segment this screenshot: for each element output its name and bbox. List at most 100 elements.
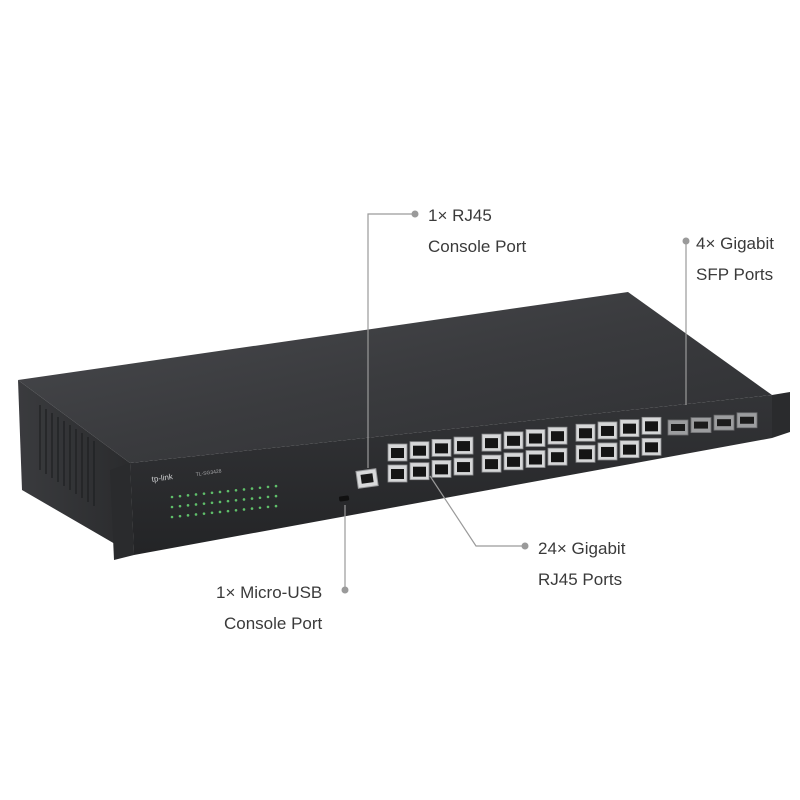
chassis-top (18, 292, 772, 463)
status-led (178, 514, 182, 518)
rj45-port (525, 429, 546, 447)
status-led (274, 494, 278, 498)
rack-ear-left (110, 463, 134, 560)
callout-micro-usb: 1× Micro-USB Console Port (216, 577, 322, 639)
rj45-port (619, 440, 640, 459)
status-led (210, 501, 214, 505)
rj45-port (409, 441, 430, 460)
leader-rj45-console (367, 213, 413, 468)
rj45-port (387, 443, 408, 462)
rj45-port (481, 433, 502, 452)
status-led (178, 494, 182, 498)
brand-logo: tp-link (151, 472, 174, 484)
leader-dots (341, 210, 690, 594)
callout-sfp: 4× Gigabit SFP Ports (696, 228, 774, 290)
status-led (242, 508, 246, 511)
leader-lines (344, 213, 687, 590)
status-led (186, 494, 190, 497)
rj45-port (597, 442, 618, 461)
rj45-port (641, 437, 662, 456)
status-led (250, 497, 254, 500)
status-led (194, 513, 198, 516)
status-led (242, 498, 246, 501)
status-led (210, 511, 214, 515)
status-led (170, 505, 174, 509)
rj45-port (453, 436, 474, 455)
callout-rj45-console: 1× RJ45 Console Port (428, 200, 526, 262)
status-led (178, 504, 182, 508)
dot-rj45-ports (521, 542, 529, 550)
status-led (226, 509, 230, 513)
status-led (258, 496, 262, 500)
callout-sfp-line1: 4× Gigabit (696, 234, 774, 253)
sfp-port-bank (667, 412, 758, 436)
status-led (202, 492, 206, 495)
dot-micro-usb (341, 586, 349, 594)
side-vents (39, 405, 95, 506)
rj45-port (575, 444, 596, 463)
status-led (170, 495, 174, 499)
status-led (234, 488, 238, 492)
status-led (250, 487, 254, 490)
rj45-port (387, 464, 408, 483)
status-led-grid (170, 484, 278, 519)
status-led (210, 491, 214, 495)
status-led (194, 503, 198, 506)
rj45-port (547, 426, 568, 445)
sfp-port (667, 419, 689, 436)
micro-usb-port (338, 495, 350, 502)
rj45-port (481, 454, 502, 473)
status-led (234, 508, 238, 512)
status-led (218, 490, 222, 494)
status-led (202, 512, 206, 515)
rj45-port (431, 459, 452, 478)
rj45-port (525, 450, 546, 468)
status-led (234, 498, 238, 502)
status-led (194, 493, 198, 496)
status-led (226, 489, 230, 493)
rj45-port (547, 447, 568, 466)
rj45-port (409, 462, 430, 481)
status-led (274, 504, 278, 508)
rj45-port (503, 431, 524, 450)
rj45-port-bank (387, 416, 662, 483)
callout-rj45-console-line2: Console Port (428, 237, 527, 256)
leader-rj45-ports (429, 475, 523, 547)
status-led (218, 500, 222, 504)
status-led (242, 488, 246, 491)
rj45-port (503, 452, 524, 471)
callout-rj45-ports-line2: RJ45 Ports (538, 570, 623, 589)
status-led (258, 486, 262, 490)
rack-ear-right (772, 392, 790, 438)
status-led (250, 507, 254, 510)
callout-rj45-console-line1: 1× RJ45 (428, 206, 492, 225)
rj45-port (619, 419, 640, 438)
rj45-port (597, 421, 618, 440)
sfp-port (690, 417, 712, 433)
callout-micro-usb-line2: Console Port (224, 614, 323, 633)
status-led (266, 485, 270, 489)
callout-sfp-line2: SFP Ports (696, 265, 774, 284)
model-label: TL-SG3428 (195, 468, 222, 478)
rj45-port (641, 416, 662, 435)
dot-rj45-console (411, 210, 419, 218)
callout-rj45-ports-line1: 24× Gigabit (538, 539, 626, 558)
status-led (266, 505, 270, 509)
status-led (186, 514, 190, 517)
status-led (170, 515, 174, 519)
rj45-port (575, 423, 596, 442)
callout-rj45-ports: 24× Gigabit RJ45 Ports (538, 533, 625, 595)
rj45-port (453, 457, 474, 476)
status-led (186, 504, 190, 507)
status-led (218, 510, 222, 514)
dot-sfp (682, 237, 690, 245)
rj45-port (431, 438, 452, 457)
sfp-port (713, 414, 735, 431)
sfp-port (736, 412, 758, 429)
status-led (266, 495, 270, 499)
status-led (258, 506, 262, 510)
status-led (202, 502, 206, 505)
status-led (226, 499, 230, 503)
callout-micro-usb-line1: 1× Micro-USB (216, 583, 323, 602)
